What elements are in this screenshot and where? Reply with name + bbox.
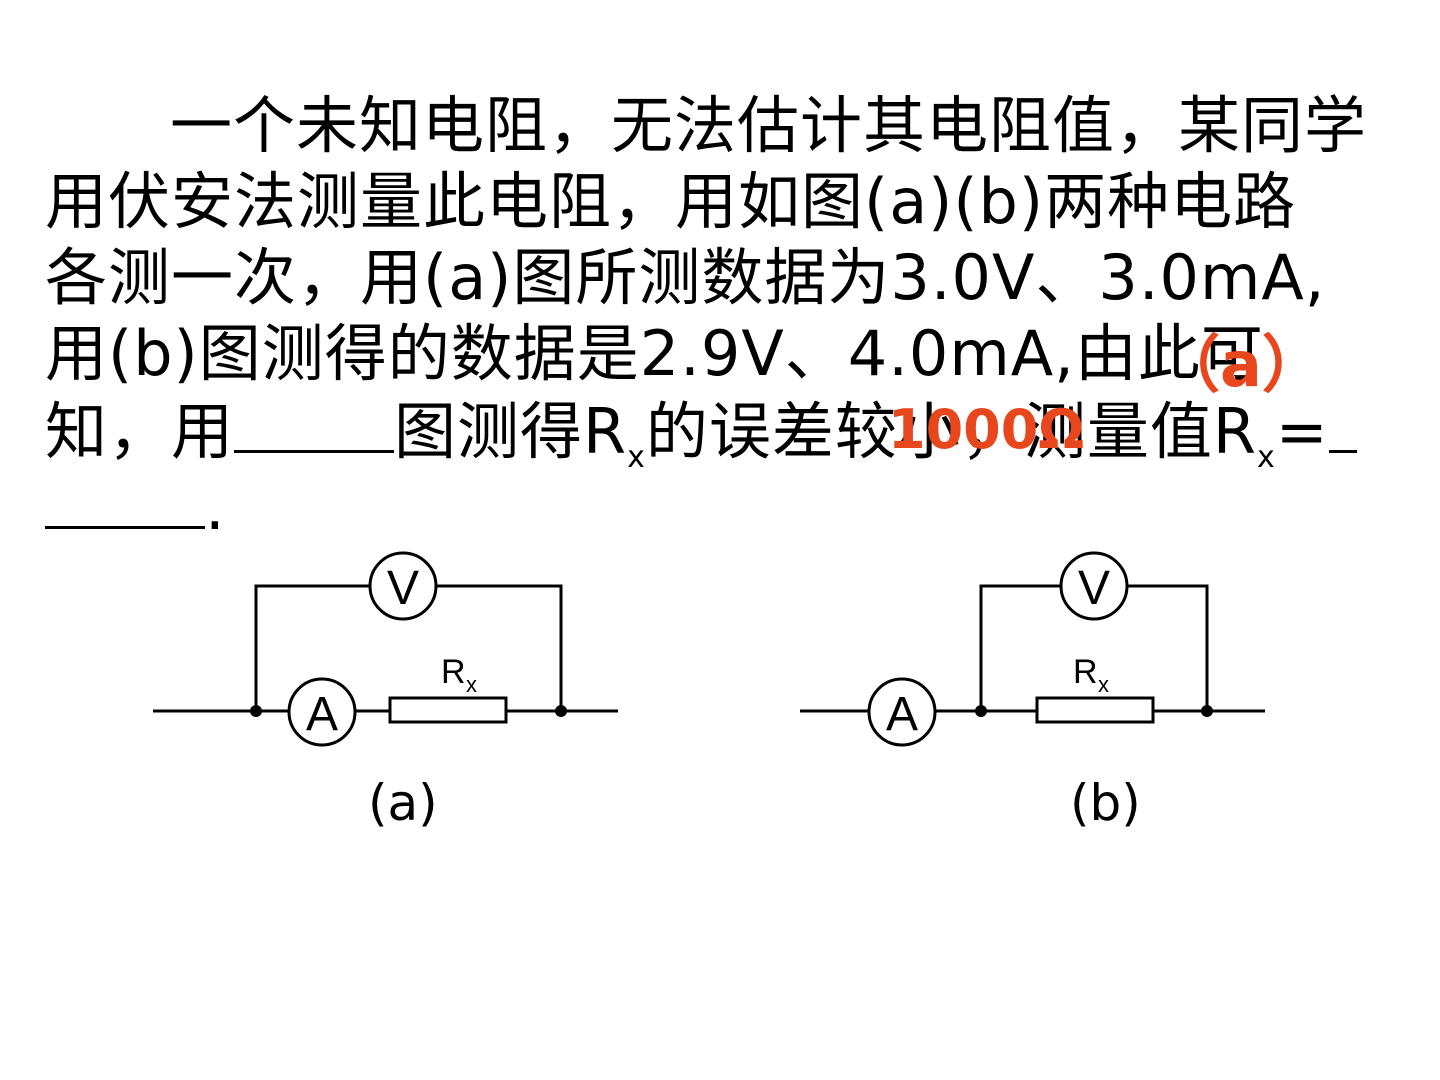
junction-b-left (975, 705, 987, 717)
resistor-a (388, 696, 508, 724)
problem-line-6: . (45, 468, 226, 544)
voltmeter-a (368, 551, 438, 621)
problem-text-5d: = (1275, 395, 1329, 468)
ammeter-a (287, 677, 357, 747)
problem-text-5a: 知，用 (45, 395, 235, 468)
problem-line-3: 各测一次，用(a)图所测数据为3.0V、3.0mA, (45, 240, 1326, 316)
answer-blank-1 (234, 392, 395, 453)
problem-text-3: 各测一次，用(a)图所测数据为3.0V、3.0mA, (45, 241, 1326, 314)
problem-text-5c: 的误差较小，测量值R (645, 395, 1257, 468)
wire-a-loop-left (254, 584, 370, 711)
problem-text-4: 用(b)图测得的数据是2.9V、4.0mA,由此可 (45, 317, 1264, 390)
wire-b-loop-right (1127, 584, 1209, 711)
problem-line-2: 用伏安法测量此电阻，用如图(a)(b)两种电路 (45, 164, 1296, 240)
problem-text-1: 一个未知电阻，无法估计其电阻值，某同学 (170, 89, 1368, 162)
ammeter-a-label: A (306, 688, 338, 741)
wire-a-loop-right (436, 584, 563, 711)
voltmeter-a-label: V (387, 562, 419, 615)
caption-a: (a) (368, 774, 438, 832)
junction-b-right (1201, 705, 1213, 717)
resistor-b (1035, 696, 1155, 724)
answer-resistance-value: 1000Ω (888, 398, 1085, 461)
resistor-a-subscript: x (466, 672, 477, 697)
ammeter-b-label: A (886, 688, 918, 741)
junction-a-right (555, 705, 567, 717)
problem-line-4: 用(b)图测得的数据是2.9V、4.0mA,由此可 (45, 316, 1264, 392)
ammeter-b (867, 677, 937, 747)
wire-b-loop-left (979, 584, 1061, 711)
voltmeter-b-label: V (1078, 562, 1110, 615)
problem-text-2: 用伏安法测量此电阻，用如图(a)(b)两种电路 (45, 165, 1297, 238)
subscript-x-2: x (1256, 440, 1276, 475)
problem-text-6: . (205, 471, 226, 544)
caption-b: (b) (1070, 774, 1141, 832)
answer-blank-2a (1328, 392, 1357, 453)
subscript-x-1: x (627, 440, 646, 475)
voltmeter-b (1059, 551, 1129, 621)
answer-blank-2b (45, 468, 205, 529)
problem-line-5: 知，用图测得Rx的误差较小，测量值Rx= (45, 392, 1357, 475)
resistor-b-label: R (1073, 653, 1098, 691)
problem-line-1: 一个未知电阻，无法估计其电阻值，某同学 (170, 88, 1367, 164)
problem-text-5b: 图测得R (394, 395, 628, 468)
resistor-b-subscript: x (1098, 672, 1109, 697)
answer-circuit-choice: （a） (1158, 328, 1324, 401)
junction-a-left (250, 705, 262, 717)
resistor-a-label: R (441, 653, 466, 691)
